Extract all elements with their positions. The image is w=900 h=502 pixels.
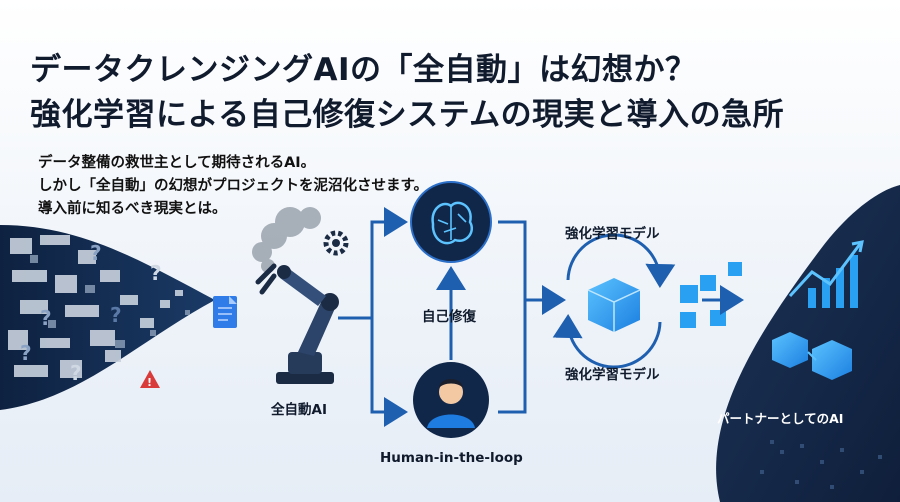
label-human-in-the-loop: Human-in-the-loop [380,450,523,466]
question-mark-icon: ?? ?? ?? [20,241,162,385]
flow-arrows [338,207,566,427]
svg-text:?: ? [70,361,82,385]
bar-chart-icon [808,255,858,308]
svg-text:?: ? [90,241,102,265]
smoke-icon [252,207,321,273]
svg-text:?: ? [20,341,32,365]
noise-data-icon [0,225,215,410]
cube-icon [587,278,641,332]
svg-text:?: ? [150,261,162,285]
title-line-2: 強化学習による自己修復システムの現実と導入の急所 [30,97,785,133]
trend-arrow-icon [788,240,864,298]
label-rl-model-bottom: 強化学習モデル [565,367,660,383]
svg-text:?: ? [110,303,122,327]
cycle-arrows-icon [552,233,676,369]
svg-text:?: ? [40,306,52,330]
document-icon [213,296,237,328]
person-icon [413,362,489,438]
gear-icon [323,230,349,256]
small-cubes [680,262,744,328]
subtitle-line-1: データ整備の救世主として期待されるAI。 [38,155,316,171]
dot-pattern [760,440,882,489]
label-rl-model-top: 強化学習モデル [565,226,660,242]
warning-icon: ! [140,370,160,389]
brain-icon [410,181,492,263]
label-self-repair: 自己修復 [422,309,476,325]
title-line-1: データクレンジングAIの「全自動」は幻想か？ [30,52,697,88]
partner-cubes [772,332,852,380]
partner-panel [716,185,900,502]
robot-arm-icon [255,263,339,384]
svg-text:!: ! [147,376,152,389]
label-full-auto-ai: 全自動AI [271,402,327,418]
subtitle-line-3: 導入前に知るべき現実とは。 [38,201,227,217]
label-partner-ai: パートナーとしてのAI [717,411,844,426]
subtitle-line-2: しかし「全自動」の幻想がプロジェクトを泥沼化させます。 [38,178,429,194]
